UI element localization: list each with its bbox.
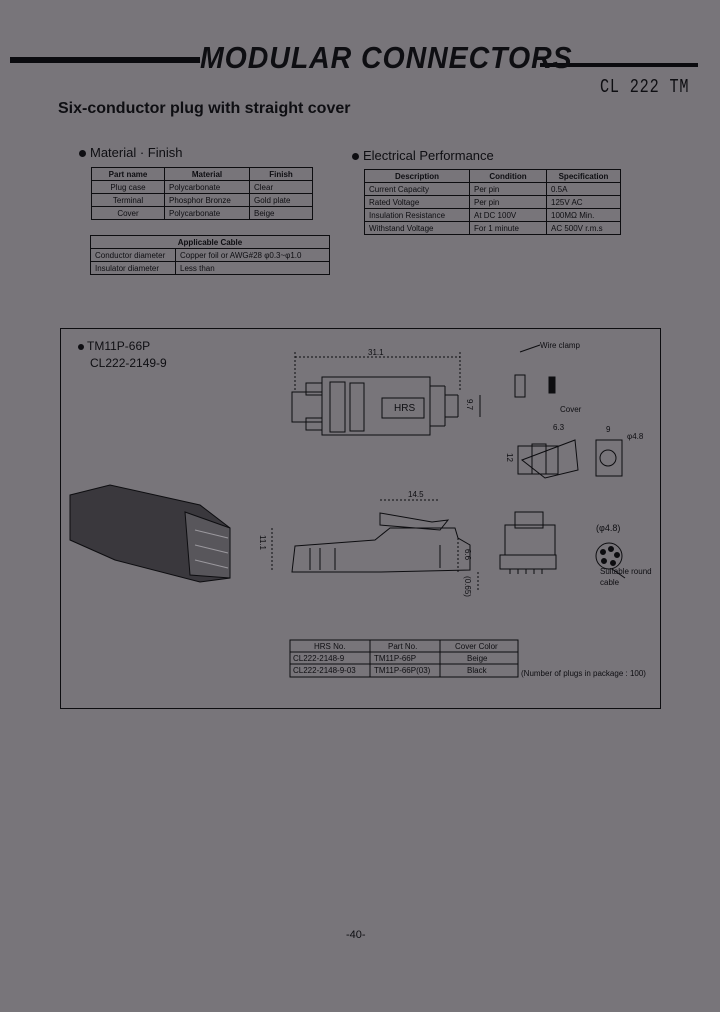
- label-phi48: (φ4.8): [596, 523, 621, 533]
- table-cell: Less than: [175, 261, 330, 275]
- table-cell: Terminal: [91, 193, 165, 207]
- dimension-6-6: 6.6: [463, 548, 473, 561]
- order-cell: TM11P-66P: [374, 654, 417, 663]
- label-wire-clamp: Wire clamp: [540, 341, 581, 350]
- table-cell: Cover: [91, 206, 165, 220]
- table-header-row: Applicable Cable: [90, 235, 330, 249]
- series-code: CL 222 TM: [600, 76, 690, 98]
- dimension-6-3: 6.3: [553, 423, 565, 432]
- order-col-part: Part No.: [388, 642, 418, 651]
- table-header-row: Description Condition Specification: [364, 169, 621, 183]
- table-cell: Rated Voltage: [364, 195, 470, 209]
- hrs-label: CL222-2149-9: [90, 356, 167, 370]
- table-cell: At DC 100V: [469, 208, 547, 222]
- table-cell: Phosphor Bronze: [164, 193, 250, 207]
- table-cell: For 1 minute: [469, 221, 547, 235]
- dimension-phi4-8: φ4.8: [627, 432, 644, 441]
- table-cell: Gold plate: [249, 193, 313, 207]
- table-row: Current Capacity Per pin 0.5A: [364, 182, 621, 196]
- table-row: Cover Polycarbonate Beige: [91, 206, 313, 220]
- table-header-row: Part name Material Finish: [91, 167, 313, 181]
- table-cell: Polycarbonate: [164, 206, 250, 220]
- table-row: Insulator diameter Less than: [90, 261, 330, 275]
- order-cell: CL222-2148-9: [293, 654, 345, 663]
- drawing-frame: [60, 328, 661, 709]
- dimension-11-1: 11.1: [257, 535, 267, 550]
- table-cell: Per pin: [469, 182, 547, 196]
- column-header: Finish: [249, 167, 313, 181]
- order-cell: CL222-2148-9-03: [293, 666, 356, 675]
- column-header: Condition: [469, 169, 547, 183]
- table-row: Rated Voltage Per pin 125V AC: [364, 195, 621, 209]
- column-header: Applicable Cable: [90, 235, 330, 249]
- order-col-color: Cover Color: [455, 642, 498, 651]
- package-note: (Number of plugs in package : 100): [521, 669, 646, 678]
- title-rule-right: [540, 63, 698, 67]
- table-row: Withstand Voltage For 1 minute AC 500V r…: [364, 221, 621, 235]
- table-cell: Plug case: [91, 180, 165, 194]
- label-cover: Cover: [560, 405, 582, 414]
- dimension-12: 12: [504, 453, 514, 462]
- material-finish-heading: Material · Finish: [79, 145, 182, 160]
- table-cell: Withstand Voltage: [364, 221, 470, 235]
- bullet-icon: [352, 153, 359, 161]
- material-finish-table: Part name Material Finish Plug case Poly…: [91, 167, 313, 220]
- table-cell: Insulator diameter: [90, 261, 176, 275]
- table-cell: Copper foil or AWG#28 φ0.3~φ1.0: [175, 248, 330, 262]
- table-cell: 0.5A: [546, 182, 621, 196]
- electrical-table: Description Condition Specification Curr…: [364, 169, 621, 235]
- dimension-0-65: (0.65): [462, 576, 472, 597]
- dimension-9: 9: [606, 425, 611, 434]
- table-cell: Clear: [249, 180, 313, 194]
- order-cell: TM11P-66P(03): [374, 666, 431, 675]
- dimension-31-1: 31.1: [368, 348, 384, 357]
- electrical-heading: Electrical Performance: [352, 148, 494, 163]
- column-header: Material: [164, 167, 250, 181]
- applicable-cable-table: Applicable Cable Conductor diameter Copp…: [90, 235, 330, 275]
- table-row: Plug case Polycarbonate Clear: [91, 180, 313, 194]
- column-header: Part name: [91, 167, 165, 181]
- order-cell: Black: [467, 666, 487, 675]
- table-cell: Per pin: [469, 195, 547, 209]
- table-cell: Insulation Resistance: [364, 208, 470, 222]
- dimension-14-5: 14.5: [408, 490, 424, 499]
- column-header: Specification: [546, 169, 621, 183]
- page-number: -40-: [346, 929, 366, 941]
- page-title: MODULAR CONNECTORS: [200, 40, 573, 75]
- table-cell: 100MΩ Min.: [546, 208, 621, 222]
- label-suitable-cable: Suitable round cable: [600, 567, 652, 587]
- bullet-icon: [79, 150, 86, 158]
- label-hrs-mark: HRS: [394, 403, 416, 414]
- table-cell: Conductor diameter: [90, 248, 176, 262]
- table-row: Terminal Phosphor Bronze Gold plate: [91, 193, 313, 207]
- column-header: Description: [364, 169, 470, 183]
- dimension-9-7: 9.7: [465, 398, 475, 411]
- table-cell: 125V AC: [546, 195, 621, 209]
- table-row: Conductor diameter Copper foil or AWG#28…: [90, 248, 330, 262]
- table-row: Insulation Resistance At DC 100V 100MΩ M…: [364, 208, 621, 222]
- order-cell: Beige: [467, 654, 488, 663]
- order-col-hrs: HRS No.: [314, 642, 346, 651]
- table-cell: AC 500V r.m.s: [546, 221, 621, 235]
- part-label: TM11P-66P: [78, 339, 150, 353]
- bullet-icon: [78, 343, 84, 350]
- table-cell: Beige: [249, 206, 313, 220]
- table-cell: Polycarbonate: [164, 180, 250, 194]
- title-rule-left: [10, 57, 200, 63]
- subtitle: Six-conductor plug with straight cover: [58, 100, 351, 117]
- table-cell: Current Capacity: [364, 182, 470, 196]
